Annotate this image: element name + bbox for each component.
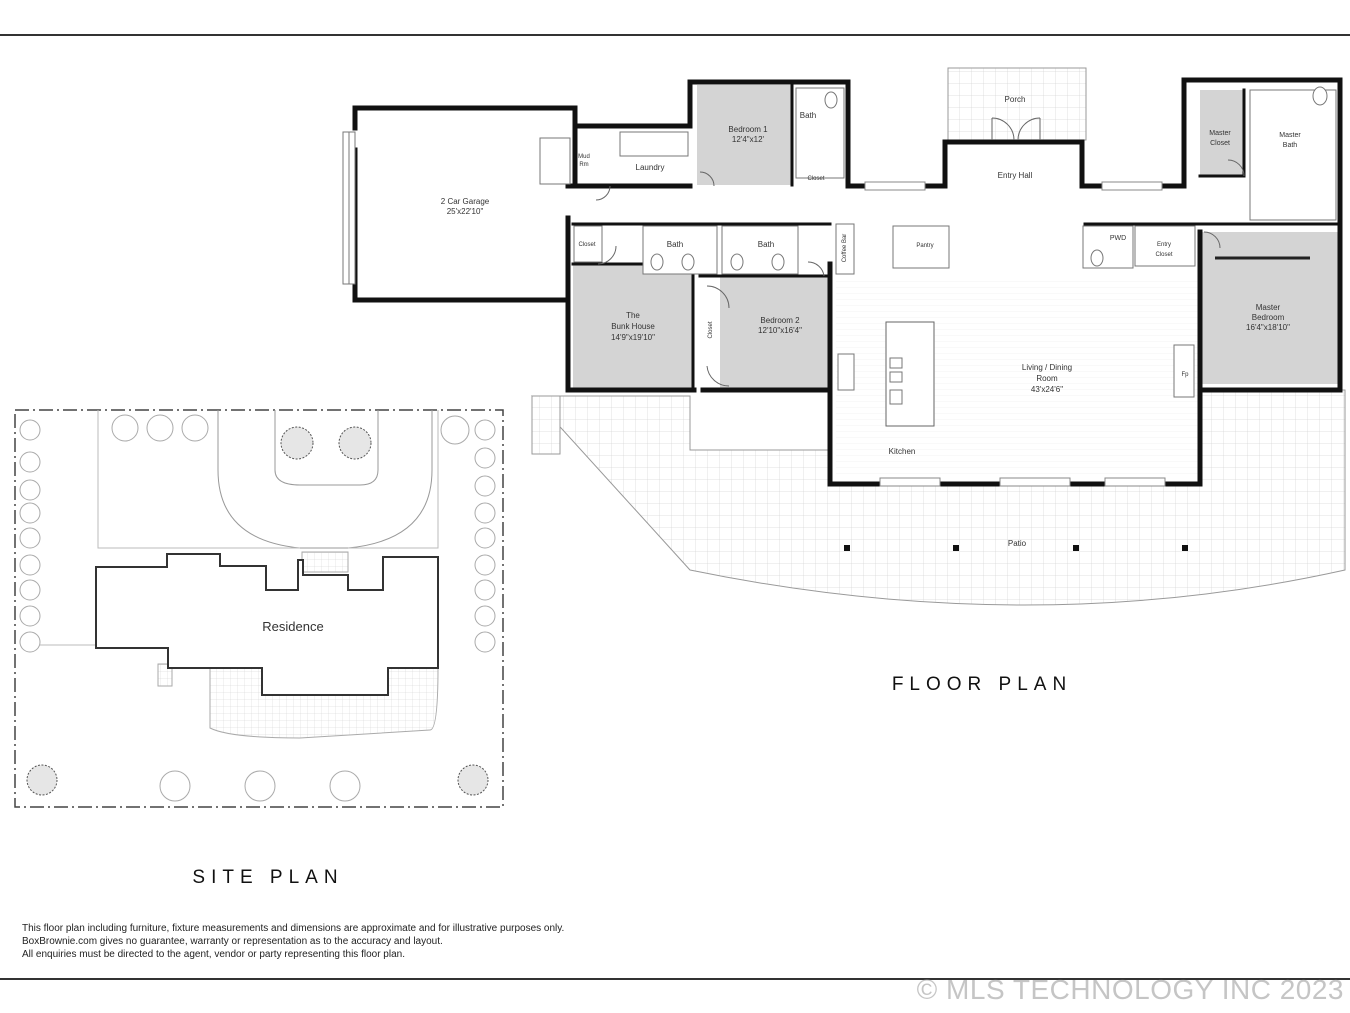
bunk-house-dims: 14'9"x19'10"	[611, 333, 655, 342]
porch	[947, 67, 1087, 141]
driveway	[217, 410, 433, 549]
coffee-bar-label: Coffee Bar	[842, 234, 848, 263]
copyright-watermark: © MLS TECHNOLOGY INC 2023	[916, 974, 1344, 1005]
disclaimer-line: All enquiries must be directed to the ag…	[22, 949, 405, 960]
patio-label: Patio	[1008, 539, 1027, 548]
entry-closet-label: Entry	[1157, 242, 1171, 248]
closet-bed1-label: Closet	[807, 176, 824, 182]
pantry-label: Pantry	[916, 243, 933, 249]
bedroom1-dims: 12'4"x12'	[732, 135, 765, 144]
bedroom2-label: Bedroom 2	[760, 316, 800, 325]
master-bedroom-label: Master	[1256, 303, 1281, 312]
closet-bunk-label: Closet	[578, 242, 595, 248]
living-label: Living / Dining	[1022, 363, 1072, 372]
site-plan-title: SITE PLAN	[192, 867, 343, 888]
laundry-label: Laundry	[636, 163, 665, 172]
master-bath-label: Master	[1279, 132, 1301, 139]
property-boundary	[14, 409, 504, 808]
garage-label: 2 Car Garage	[441, 197, 490, 206]
living-dims: 43'x24'6"	[1031, 385, 1063, 394]
bunk-house-label-2: Bunk House	[611, 322, 655, 331]
master-bedroom-dims: 16'4"x18'10"	[1246, 323, 1290, 332]
floor-plan-title: FLOOR PLAN	[892, 674, 1072, 695]
pwd-label: PWD	[1110, 235, 1126, 242]
master-bedroom-label-2: Bedroom	[1252, 313, 1285, 322]
bedroom2-dims: 12'10"x16'4"	[758, 326, 802, 335]
disclaimer: This floor plan including furniture, fix…	[22, 922, 722, 961]
kitchen-label: Kitchen	[889, 447, 916, 456]
porch-label: Porch	[1005, 95, 1026, 104]
garage-dims: 25'x22'10"	[447, 207, 484, 216]
entry-hall-label: Entry Hall	[998, 171, 1033, 180]
disclaimer-line: BoxBrownie.com gives no guarantee, warra…	[22, 936, 443, 947]
patio-steps	[531, 395, 561, 455]
fireplace-label: Fp	[1181, 372, 1189, 378]
site-plan: Residence SITE PLAN	[14, 409, 504, 888]
residence-outline	[95, 553, 439, 696]
bath-a-label: Bath	[667, 240, 683, 249]
floor-plan: 2 Car Garage 25'x22'10" Mud Rm Laundry B…	[342, 67, 1346, 695]
closet-bed2-label: Closet	[708, 321, 714, 338]
living-label-2: Room	[1036, 374, 1058, 383]
disclaimer-line: This floor plan including furniture, fix…	[22, 923, 565, 934]
bath-bed1-label: Bath	[800, 111, 816, 120]
mudroom-label: Mud	[578, 154, 590, 160]
master-closet-label-2: Closet	[1210, 140, 1230, 147]
entry-closet-label-2: Closet	[1155, 252, 1172, 258]
residence-label: Residence	[262, 619, 323, 634]
bunk-house-label: The	[626, 311, 640, 320]
master-closet-label: Master	[1209, 130, 1231, 137]
master-bath-label-2: Bath	[1283, 142, 1298, 149]
bedroom1-label: Bedroom 1	[728, 125, 768, 134]
bath-b-label: Bath	[758, 240, 774, 249]
mudroom-label-2: Rm	[579, 162, 588, 168]
